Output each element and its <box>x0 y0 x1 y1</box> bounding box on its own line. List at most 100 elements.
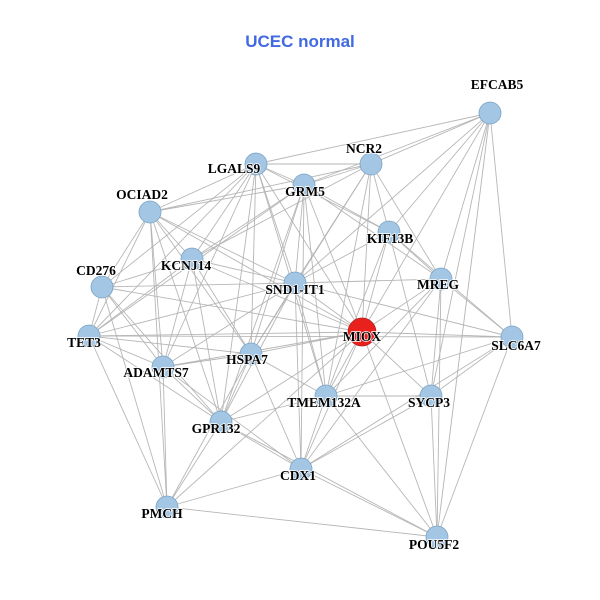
edge <box>370 163 442 280</box>
node-lgals9[interactable] <box>244 152 268 176</box>
edge <box>430 336 513 397</box>
node-label-efcab5: EFCAB5 <box>471 77 524 92</box>
node-tet3[interactable] <box>77 324 101 348</box>
edge <box>88 282 296 337</box>
edge <box>294 231 390 284</box>
node-label-hspa7: HSPA7 <box>226 352 268 367</box>
node-ncr2[interactable] <box>359 152 383 176</box>
node-kcnj14[interactable] <box>180 247 204 271</box>
edge <box>166 331 363 508</box>
edge <box>440 112 491 280</box>
node-pou5f2[interactable] <box>425 525 449 549</box>
edge <box>294 282 513 338</box>
edge <box>255 112 491 165</box>
edge <box>300 278 442 470</box>
edge <box>149 184 305 213</box>
edge <box>166 421 222 508</box>
edge <box>361 331 438 538</box>
edge <box>220 395 327 423</box>
edge <box>220 353 252 423</box>
edge <box>88 335 252 355</box>
node-label-sycp3: SYCP3 <box>408 395 450 410</box>
node-label-snd1-it1: SND1-IT1 <box>265 282 325 297</box>
edge <box>255 163 296 284</box>
edge <box>370 112 491 165</box>
edge <box>149 163 372 213</box>
node-label-ncr2: NCR2 <box>346 141 382 156</box>
edge <box>325 278 442 397</box>
node-label-gpr132: GPR132 <box>192 421 241 436</box>
edge <box>191 163 257 260</box>
edge <box>430 112 491 397</box>
node-cdx1[interactable] <box>289 457 313 481</box>
edge <box>489 112 513 338</box>
edge <box>149 211 164 368</box>
edge <box>294 112 491 284</box>
nodes-layer <box>77 101 524 549</box>
edge <box>361 331 432 397</box>
edge <box>166 468 302 508</box>
edge <box>88 331 363 337</box>
edge <box>191 258 222 423</box>
edge <box>361 278 442 333</box>
node-label-slc6a7: SLC6A7 <box>491 338 541 353</box>
edge <box>300 395 327 470</box>
labels-layer: EFCAB5NCR2LGALS9GRM5OCIAD2KIF13BKCNJ14CD… <box>66 76 541 553</box>
node-label-cd276: CD276 <box>76 263 116 278</box>
node-grm5[interactable] <box>292 173 316 197</box>
edge <box>361 163 372 333</box>
node-slc6a7[interactable] <box>500 325 524 349</box>
edge <box>303 184 390 233</box>
node-sycp3[interactable] <box>419 384 443 408</box>
node-miox[interactable] <box>347 317 377 347</box>
edge <box>191 184 305 260</box>
edge <box>325 395 438 538</box>
edge <box>361 331 513 338</box>
edge <box>101 211 151 288</box>
edge <box>88 335 164 368</box>
node-ociad2[interactable] <box>138 200 162 224</box>
edge <box>430 278 442 397</box>
edge <box>220 421 302 470</box>
edge <box>294 184 305 284</box>
edge <box>300 468 438 538</box>
edge <box>361 112 491 333</box>
edge <box>250 282 296 355</box>
edge <box>101 163 257 288</box>
edge <box>149 211 252 355</box>
node-cd276[interactable] <box>90 275 114 299</box>
node-tmem132a[interactable] <box>314 384 338 408</box>
edge <box>325 336 513 397</box>
edge <box>88 335 222 423</box>
edge <box>250 353 327 397</box>
node-adamts7[interactable] <box>151 355 175 379</box>
edge <box>255 163 363 333</box>
edge <box>166 506 438 538</box>
node-hspa7[interactable] <box>239 342 263 366</box>
edge <box>101 282 296 288</box>
node-label-tmem132a: TMEM132A <box>287 395 361 410</box>
node-pmch[interactable] <box>155 495 179 519</box>
edge <box>166 353 252 508</box>
edge <box>162 331 363 368</box>
edge <box>303 184 442 280</box>
node-label-adamts7: ADAMTS7 <box>123 365 189 380</box>
node-gpr132[interactable] <box>209 410 233 434</box>
node-label-kcnj14: KCNJ14 <box>161 258 211 273</box>
node-label-cdx1: CDX1 <box>280 468 316 483</box>
node-efcab5[interactable] <box>478 101 502 125</box>
edge <box>162 366 168 508</box>
node-snd1-it1[interactable] <box>283 271 307 295</box>
edge <box>294 282 302 470</box>
node-kif13b[interactable] <box>377 220 401 244</box>
edge <box>191 258 296 284</box>
edge <box>191 258 252 355</box>
node-label-pmch: PMCH <box>141 506 183 521</box>
edge <box>370 163 390 233</box>
edge <box>88 335 513 338</box>
edge <box>250 163 257 355</box>
edges-layer <box>88 112 513 538</box>
node-mreg[interactable] <box>429 267 453 291</box>
node-label-miox: MIOX <box>343 329 381 344</box>
